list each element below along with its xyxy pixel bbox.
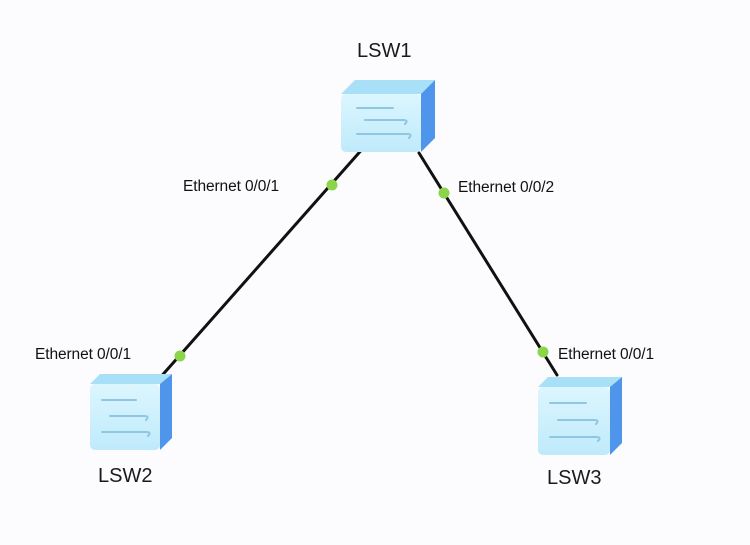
port-label-lsw1-e001: Ethernet 0/0/1 <box>183 178 279 195</box>
port-dot-lsw1-e001 <box>326 179 338 191</box>
switch-icon[interactable] <box>534 373 626 457</box>
port-dot-lsw3-e001 <box>537 346 549 358</box>
port-label-lsw2-e001: Ethernet 0/0/1 <box>35 346 131 363</box>
device-label-lsw1: LSW1 <box>357 40 412 62</box>
port-dot-lsw2-e001 <box>174 350 186 362</box>
device-label-lsw2: LSW2 <box>98 465 153 487</box>
port-dot-lsw1-e002 <box>438 187 450 199</box>
switch-icon[interactable] <box>86 370 176 452</box>
port-label-lsw1-e002: Ethernet 0/0/2 <box>458 179 554 196</box>
device-label-lsw3: LSW3 <box>547 467 602 489</box>
switch-icon[interactable] <box>335 76 439 156</box>
port-label-lsw3-e001: Ethernet 0/0/1 <box>558 346 654 363</box>
